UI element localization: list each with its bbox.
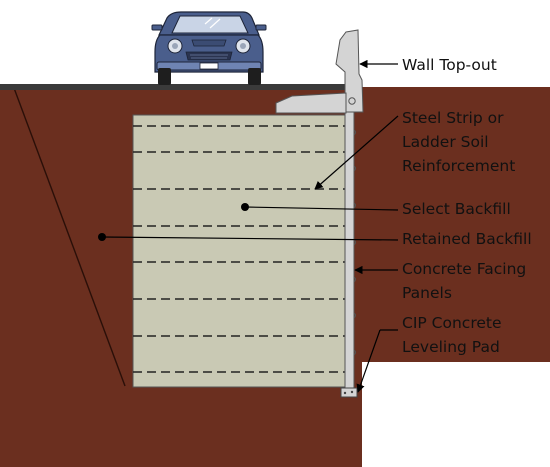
label-leveling-pad-line2: Leveling Pad	[402, 338, 500, 356]
leader-steel-strip	[314, 115, 399, 190]
select-backfill-dot	[241, 203, 249, 211]
label-steel-strip-line2: Ladder Soil	[402, 133, 489, 151]
label-steel-strip-line3: Reinforcement	[402, 157, 516, 175]
car-icon	[151, 11, 267, 85]
label-steel-strip-line1: Steel Strip or	[402, 109, 504, 127]
leader-lines	[101, 59, 399, 393]
wall-top-out	[275, 29, 364, 114]
label-concrete-facing-line2: Panels	[402, 284, 452, 302]
select-backfill-zone	[132, 114, 347, 388]
retained-backfill-dot	[98, 233, 106, 241]
road-surface	[0, 84, 350, 90]
excavation-cut-line	[13, 87, 126, 387]
label-select-backfill: Select Backfill	[402, 200, 511, 218]
leader-leveling-pad-diag	[356, 329, 381, 393]
concrete-facing-panels	[344, 111, 356, 391]
cip-leveling-pad	[340, 387, 358, 398]
label-concrete-facing-line1: Concrete Facing	[402, 260, 527, 278]
label-retained-backfill: Retained Backfill	[402, 230, 532, 248]
leader-retained-backfill	[101, 236, 399, 241]
label-leveling-pad-line1: CIP Concrete	[402, 314, 502, 332]
label-wall-top-out: Wall Top-out	[402, 56, 497, 74]
leader-select-backfill	[244, 206, 399, 211]
